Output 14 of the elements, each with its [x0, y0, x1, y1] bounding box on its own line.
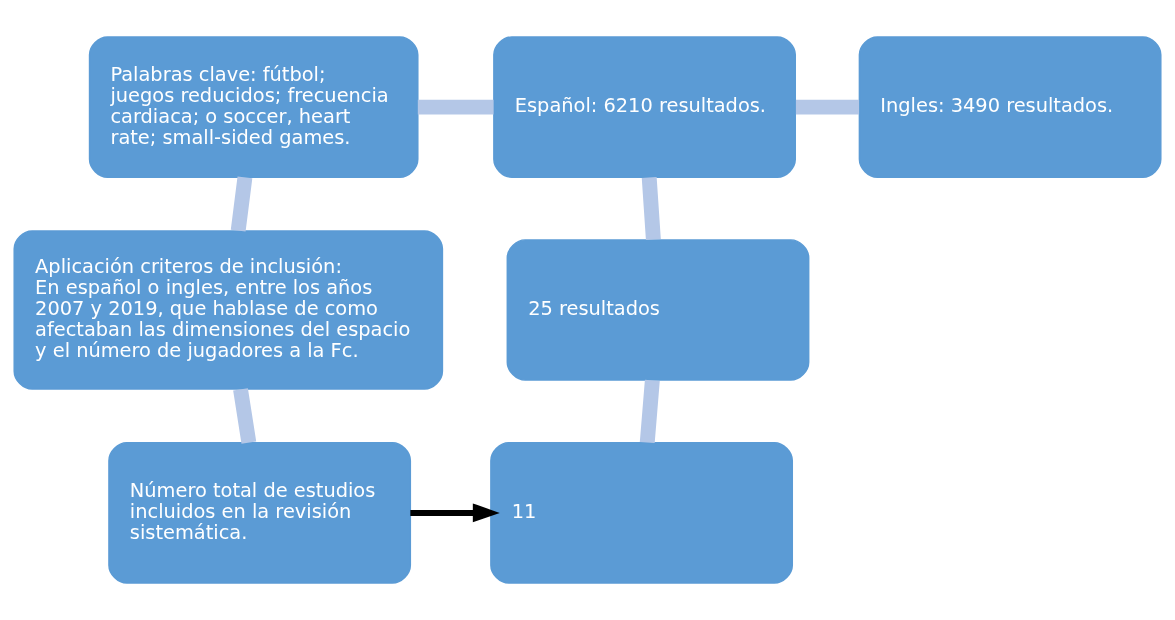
- arrow: [410, 503, 500, 523]
- node-box: Español: 6210 resultados.: [493, 36, 796, 178]
- node-box: 25 resultados: [506, 239, 810, 381]
- connector: [795, 99, 860, 115]
- connector: [639, 379, 660, 444]
- connector: [230, 176, 253, 232]
- connector: [233, 388, 257, 444]
- node-box: Ingles: 3490 resultados.: [858, 36, 1162, 178]
- connector: [417, 99, 494, 115]
- node-box: Aplicación criteros de inclusión: En español o ingles, entre los años 2007 y 2019, que hablase de como afectaban las dimensiones del espacio y el número de jugadores a la Fc.: [13, 230, 444, 390]
- node-box: Palabras clave: fútbol; juegos reducidos; frecuencia cardiaca; o soccer, heart rate; small-sided games.: [88, 36, 419, 178]
- connector: [641, 176, 661, 241]
- node-box: 11: [490, 442, 793, 584]
- node-box: Número total de estudios incluidos en la revisión sistemática.: [108, 442, 412, 584]
